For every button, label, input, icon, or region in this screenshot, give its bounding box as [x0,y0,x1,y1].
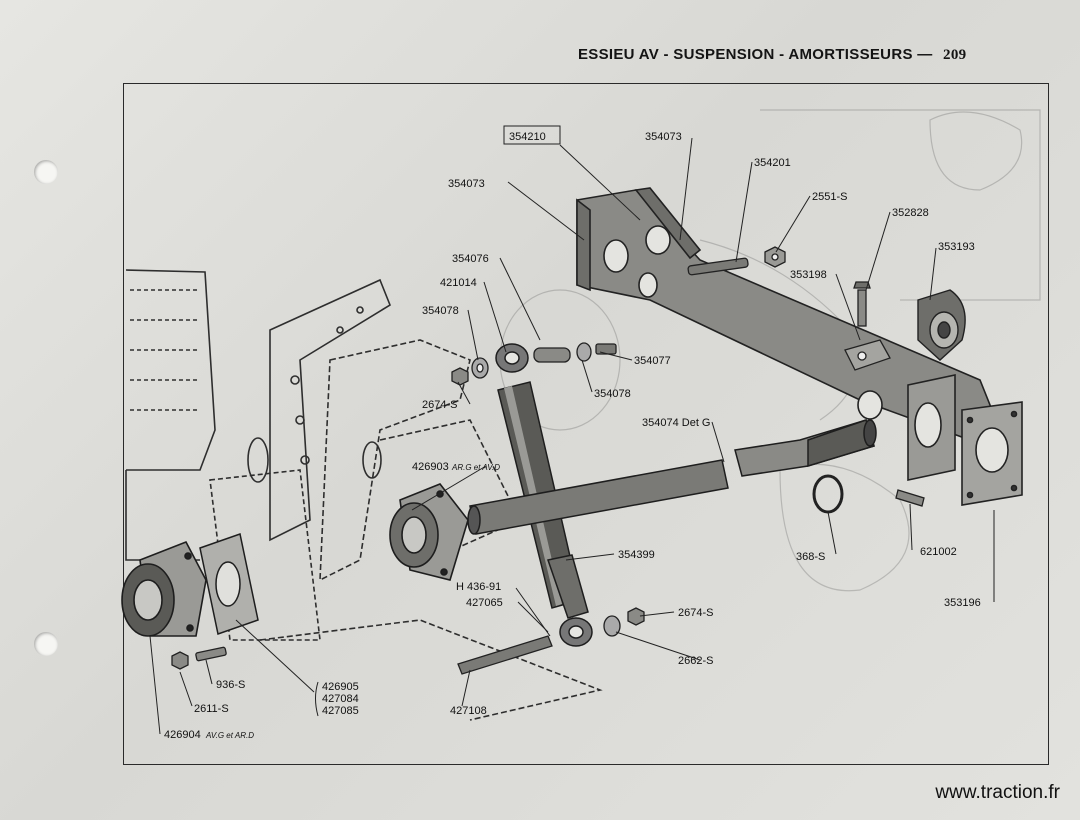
callout-354210: 354210 [509,131,546,143]
callout-426903: 426903 [412,461,449,473]
callout-621002: 621002 [920,546,957,558]
hub-426904 [121,540,207,637]
callout-354399: 354399 [618,549,655,561]
bolt-354201 [687,257,749,276]
cross-member-beam [576,187,1023,506]
callout-421014: 421014 [440,277,477,289]
bolt-936-s [171,646,227,670]
callout-2662-s: 2662-S [678,655,713,667]
callout-353193: 353193 [938,241,975,253]
clamp-353198 [844,339,891,371]
callout-354201: 354201 [754,157,791,169]
callout-354074: 354074 Det G [642,417,711,429]
callout-427085: 427085 [322,705,359,717]
callout-brace [315,681,319,717]
chassis-structure [125,269,603,721]
callout-368-s: 368-S [796,551,825,563]
binder-hole-top [34,160,58,184]
leader-lines [149,137,995,735]
callout-936-s: 936-S [216,679,245,691]
callout-2611-s: 2611-S [194,703,229,715]
right-small-parts [812,474,925,514]
callout-427108: 427108 [450,705,487,717]
callout-h436-91: H 436-91 [456,581,501,593]
screw-352828 [853,281,871,327]
callout-426903-suffix: AR.G et AV.D [451,463,500,472]
callout-427084: 427084 [322,693,359,705]
callout-427065: 427065 [466,597,503,609]
callout-354073-top: 354073 [645,131,682,143]
header-separator: — [917,46,933,63]
callout-2551-s: 2551-S [812,191,847,203]
callout-353196: 353196 [944,597,981,609]
callout-354077: 354077 [634,355,671,367]
callout-box-354210 [503,125,561,145]
page-title: ESSIEU AV - SUSPENSION - AMORTISSEURS [578,46,913,63]
callout-353198: 353198 [790,269,827,281]
callout-2674-s-upper: 2674-S [422,399,457,411]
diagram-frame [123,83,1049,765]
bushing-parts [451,342,645,637]
callout-354078-upper: 354078 [422,305,459,317]
page-header: ESSIEU AV - SUSPENSION - AMORTISSEURS — … [578,46,966,64]
rod-427108 [457,635,553,675]
callout-labels: 354210 354073 354201 354073 2551-S 35282… [164,125,981,741]
callout-354078-lower: 354078 [594,388,631,400]
lever-353193 [917,289,966,361]
binder-hole-bottom [34,632,58,656]
plate-426905 [199,533,259,635]
flange-426903 [389,483,469,581]
callout-354076: 354076 [452,253,489,265]
callout-352828: 352828 [892,207,929,219]
callout-354073-left: 354073 [448,178,485,190]
nut-2551-s [764,246,786,268]
callout-426904-suffix: AV.G et AR.D [205,731,254,740]
website-watermark: www.traction.fr [935,782,1060,803]
callout-426905: 426905 [322,681,359,693]
torsion-bar-354074 [467,419,877,535]
callout-2674-s-lower: 2674-S [678,607,713,619]
callout-426904: 426904 [164,729,201,741]
page-number: 209 [943,47,967,63]
